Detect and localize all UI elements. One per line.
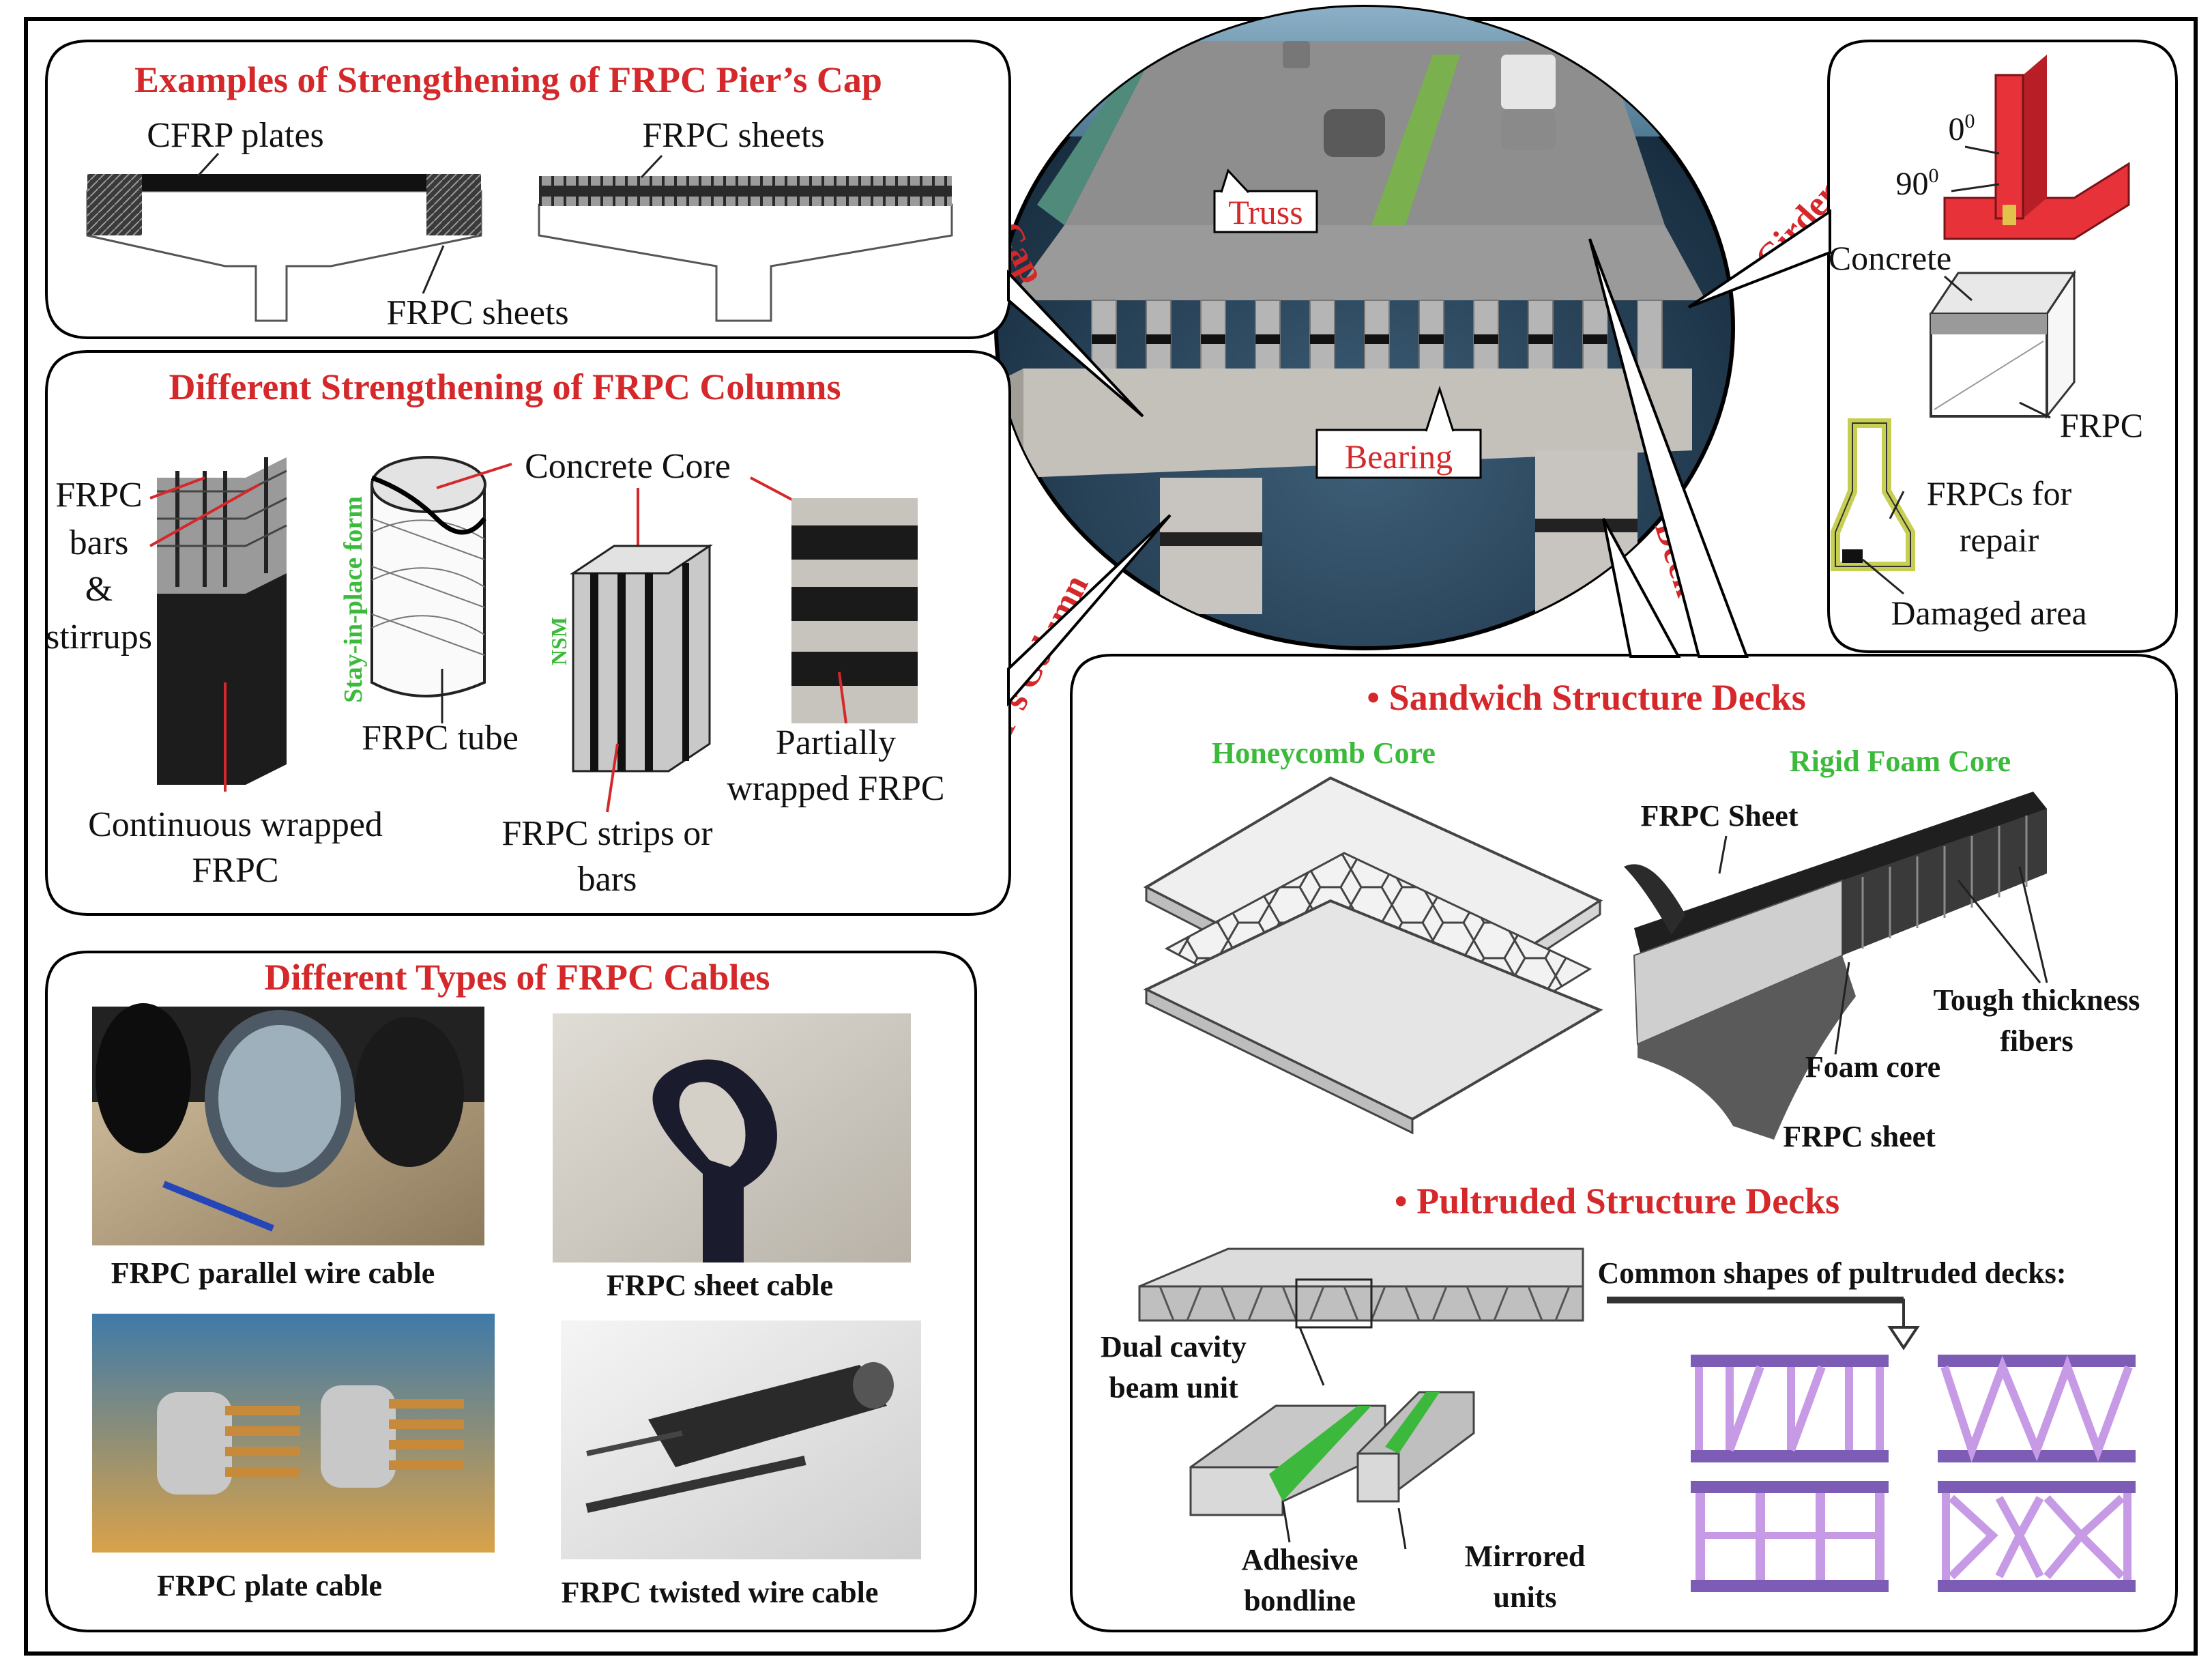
- stirrups-label: stirrups: [46, 618, 152, 656]
- truss-label: Truss: [1228, 193, 1303, 231]
- deck-panel: • Sandwich Structure Decks Honeycomb Cor…: [1070, 238, 2178, 1632]
- pier-cap-panel: Examples of Strengthening of FRPC Pier’s…: [45, 40, 1144, 418]
- bridge-photo: [994, 5, 1735, 650]
- plate-cable-photo: [92, 1314, 495, 1553]
- plate-cable-label: FRPC plate cable: [157, 1569, 382, 1602]
- parallel-wire-label: FRPC parallel wire cable: [111, 1256, 435, 1290]
- damaged-area-label: Damaged area: [1891, 594, 2086, 632]
- bearing-callout: Bearing: [1315, 386, 1482, 479]
- adhesive-label-2: bondline: [1244, 1584, 1356, 1617]
- cfrp-plates-label: CFRP plates: [147, 116, 324, 155]
- pultruded-shape-1: [1691, 1355, 1889, 1462]
- girder-panel: 00 900 Concrete FRPC FRPCs for repair Da…: [1687, 40, 2178, 653]
- nsm-label: NSM: [547, 617, 571, 665]
- girder-frpc-label: FRPC: [2060, 406, 2143, 444]
- partially-wrapped-label-1: Partially: [776, 723, 896, 762]
- cables-panel: Different Types of FRPC Cables FRPC para…: [45, 951, 977, 1632]
- sandwich-title: • Sandwich Structure Decks: [1367, 677, 1805, 718]
- rigid-foam-label: Rigid Foam Core: [1790, 745, 2011, 778]
- repair-label-1: FRPCs for: [1927, 474, 2072, 513]
- amp-label: &: [85, 570, 113, 609]
- pultruded-shape-3: [1691, 1481, 1889, 1592]
- sheet-cable-label: FRPC sheet cable: [607, 1269, 833, 1302]
- continuous-wrapped-label-2: FRPC: [192, 851, 278, 890]
- frpc-sheet-top-label: FRPC Sheet: [1641, 799, 1799, 833]
- pultruded-shape-4: [1938, 1481, 2136, 1592]
- frpc-tube-label: FRPC tube: [362, 719, 519, 757]
- frpc-sheets-bottom-label: FRPC sheets: [386, 293, 568, 332]
- pultruded-title: • Pultruded Structure Decks: [1395, 1181, 1839, 1222]
- partially-wrapped-label-2: wrapped FRPC: [727, 769, 944, 808]
- foam-core-label: Foam core: [1805, 1050, 1940, 1084]
- frpc-sheets-top-label: FRPC sheets: [642, 116, 824, 155]
- pultruded-shape-2: [1938, 1355, 2136, 1463]
- deg90-label: 900: [1896, 164, 1939, 202]
- honeycomb-label: Honeycomb Core: [1212, 736, 1436, 770]
- frpc-label: FRPC: [55, 476, 142, 515]
- stay-in-place-label: Stay-in-place form: [339, 496, 368, 703]
- bearing-label: Bearing: [1345, 437, 1453, 476]
- adhesive-label-1: Adhesive: [1241, 1543, 1358, 1576]
- truss-callout: Truss: [1213, 169, 1318, 233]
- common-shapes-label: Common shapes of pultruded decks:: [1598, 1256, 2067, 1290]
- tough-fibers-label-2: fibers: [2000, 1024, 2073, 1058]
- repair-label-2: repair: [1960, 521, 2039, 559]
- frpc-strips-label-2: bars: [578, 860, 637, 899]
- concrete-core-label: Concrete Core: [525, 447, 731, 486]
- mirrored-label-2: units: [1494, 1581, 1557, 1614]
- continuous-wrapped-label-1: Continuous wrapped: [88, 805, 383, 844]
- outer-frame: [24, 17, 2198, 1656]
- parallel-wire-cable-photo: [92, 1003, 484, 1245]
- deg0-label: 00: [1949, 110, 1975, 147]
- frpc-strips-label-1: FRPC strips or: [501, 814, 712, 853]
- sheet-cable-photo: [553, 1013, 911, 1262]
- frpc-sheet-bottom-label: FRPC sheet: [1783, 1120, 1936, 1153]
- twisted-wire-cable-photo: [561, 1321, 921, 1559]
- twisted-wire-label: FRPC twisted wire cable: [562, 1576, 879, 1609]
- girder-concrete-label: Concrete: [1829, 239, 1951, 277]
- tough-fibers-label-1: Tough thickness: [1934, 983, 2140, 1017]
- dual-cavity-label-2: beam unit: [1109, 1371, 1238, 1404]
- pier-cap-title: Examples of Strengthening of FRPC Pier’s…: [134, 59, 882, 100]
- columns-title: Different Strengthening of FRPC Columns: [169, 366, 841, 407]
- bars-label: bars: [70, 523, 129, 562]
- cables-title: Different Types of FRPC Cables: [265, 957, 770, 998]
- mirrored-label-1: Mirrored: [1465, 1540, 1586, 1573]
- columns-panel: Different Strengthening of FRPC Columns …: [45, 350, 1172, 916]
- dual-cavity-label-1: Dual cavity: [1101, 1330, 1247, 1363]
